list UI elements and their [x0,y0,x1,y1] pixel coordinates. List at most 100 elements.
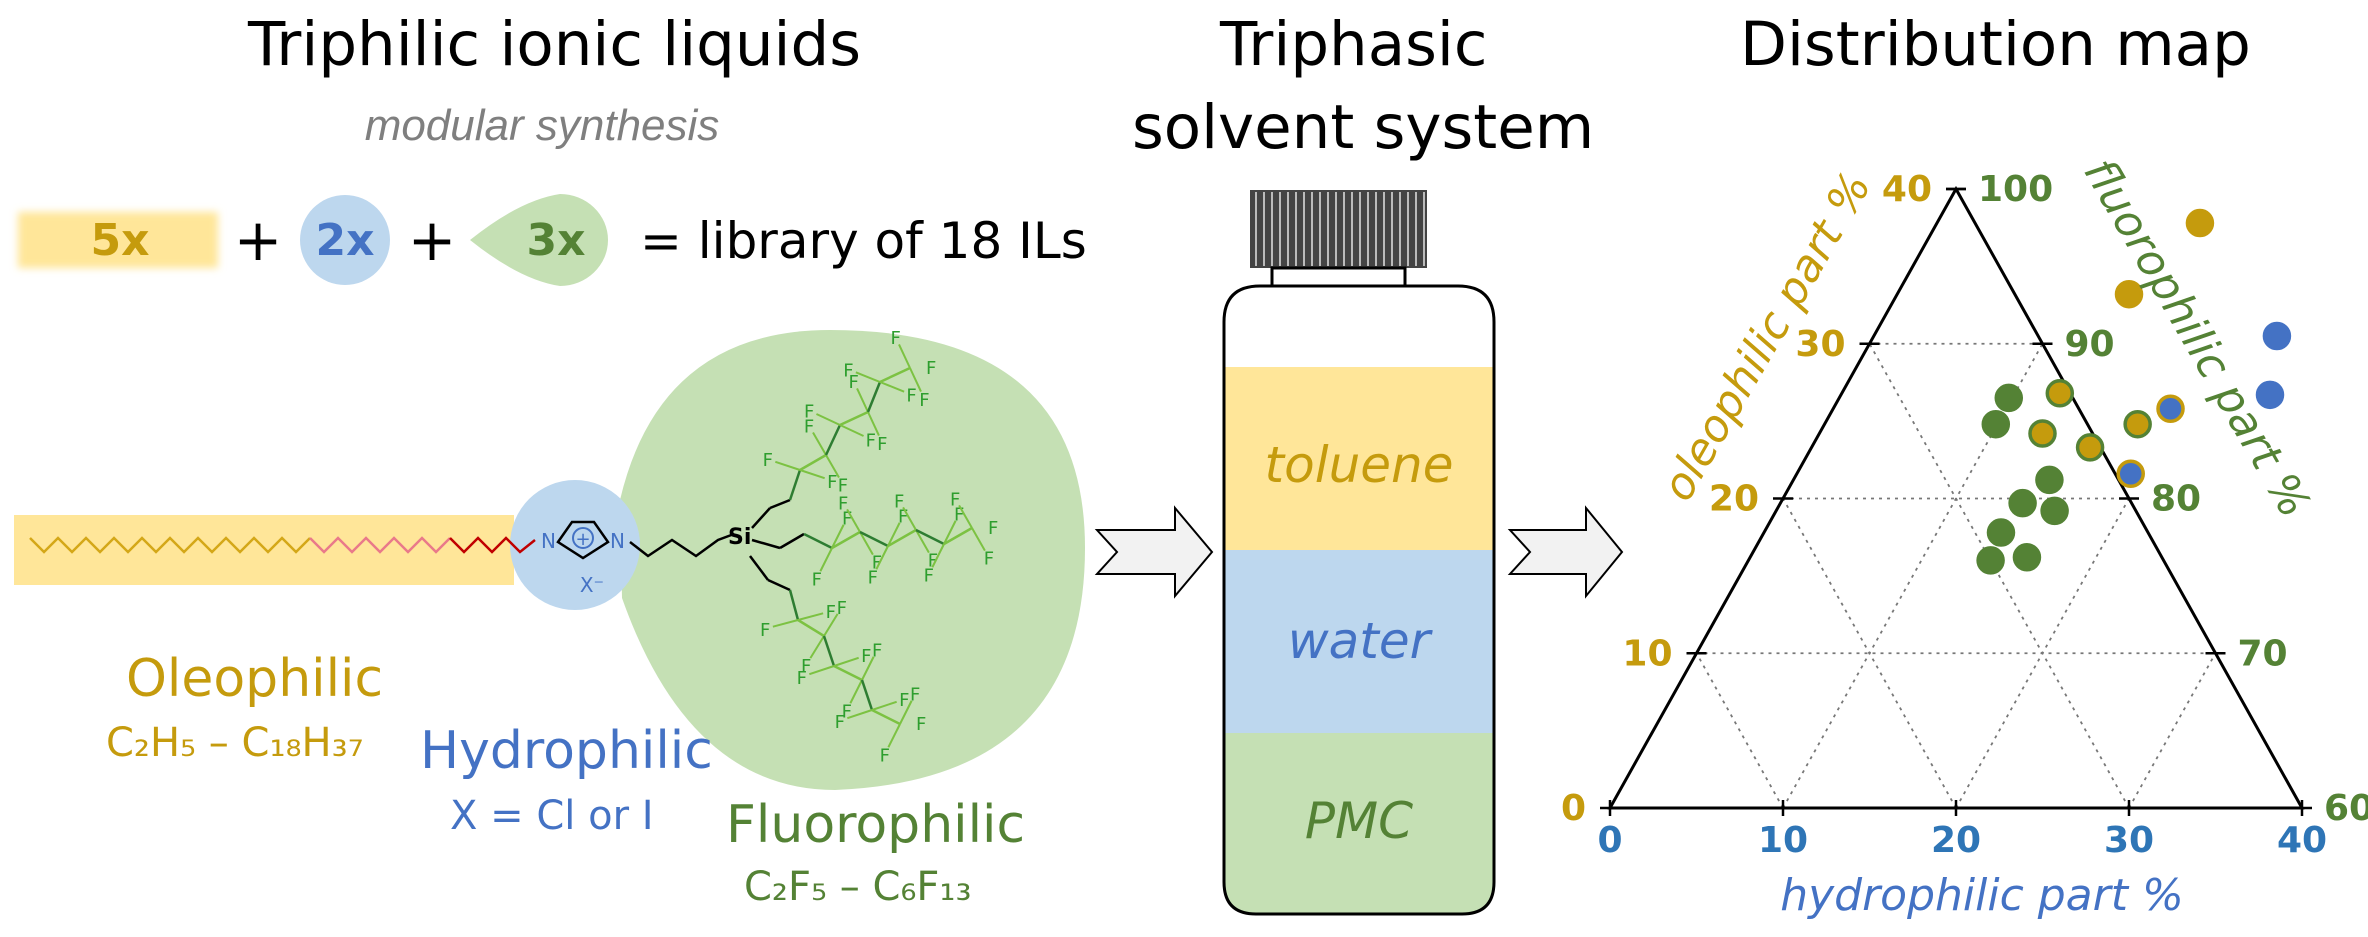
fluorine-label: F [950,489,960,510]
hydro-circle [300,195,390,285]
label-fluorophilic-formula: C₂F₅ – C₆F₁₃ [744,864,972,910]
tick-label-oleophilic: 20 [1709,479,1759,520]
fluorine-label: F [910,685,920,706]
fluorine-label: F [916,714,926,735]
data-point [2262,321,2292,351]
nitrogen-right: N [610,529,625,553]
data-point [2012,543,2042,572]
fluorine-label: F [899,690,909,711]
tick-label-oleophilic: 30 [1795,324,1845,365]
tick-label-oleophilic: 10 [1622,633,1672,674]
data-point [2156,394,2185,423]
fluorine-label: F [872,641,882,662]
propyl-linker [629,532,735,558]
data-point [2075,433,2105,462]
tick-label-fluorophilic: 60 [2324,788,2368,829]
tick-label-fluorophilic: 70 [2238,633,2288,674]
data-point [1976,546,2005,575]
arrow-1 [1094,505,1214,599]
fluorine-label: F [880,745,890,766]
tick-label-hydrophilic: 40 [2277,820,2327,861]
plus-sign-2: + [408,206,457,274]
fluorine-label: F [838,475,848,496]
title-middle-line2: solvent system [1132,92,1595,163]
fluorine-label: F [842,701,852,722]
fluorine-label: F [838,493,848,514]
fluorine-label: F [760,620,770,641]
title-middle-line1: Triphasic [1220,9,1488,80]
tick-label-fluorophilic: 80 [2151,479,2201,520]
ring-charge-plus: + [575,529,590,550]
fluorine-label: F [797,668,807,689]
vial-label-water: water [1288,612,1434,670]
fluorine-label: F [928,551,938,572]
nitrogen-left: N [541,529,556,553]
fluorine-label: F [843,360,853,381]
vial-label-toluene: toluene [1265,436,1454,494]
label-hydrophilic-formula: X = Cl or I [450,793,654,839]
fluorine-label: F [890,328,900,349]
data-point [2028,419,2057,448]
data-point [2255,380,2285,410]
ternary-grid [1695,342,2217,809]
fluoro-drop-large [620,330,1085,790]
silicon-atom: Si [728,525,751,550]
data-point [2045,379,2075,408]
axis-label-hydrophilic: hydrophilic part % [1780,870,2184,921]
title-left: Triphilic ionic liquids [248,9,862,80]
fluorine-label: F [926,358,936,379]
alkyl-chain-pink [309,536,451,554]
tick-label-fluorophilic: 90 [2065,324,2115,365]
tick-label-hydrophilic: 30 [2104,820,2154,861]
fluorine-label: F [924,565,934,586]
synthesis-subtitle: modular synthesis [365,101,720,150]
fluorine-label: F [906,386,916,407]
fluorine-label: F [861,646,871,667]
data-point [2008,488,2037,518]
label-oleophilic: Oleophilic [126,649,384,709]
tick-label-hydrophilic: 0 [1597,820,1622,861]
vial-neck [1270,266,1407,288]
fluorine-label: F [801,656,811,677]
fluorine-label: F [872,553,882,574]
data-point [1994,383,2024,413]
fluorine-label: F [837,598,847,619]
label-fluorophilic: Fluorophilic [726,795,1026,855]
fluorine-label: F [804,402,814,423]
fluorine-label: F [919,390,929,411]
vial-body [1222,284,1496,916]
data-point [2185,208,2215,238]
vial-layer-toluene [1224,367,1494,550]
vial-label-pmc: PMC [1305,792,1413,850]
data-point [2040,496,2069,526]
fluorine-label: F [826,602,836,623]
imidazolium-ring [556,520,610,560]
library-text: = library of 18 ILs [640,212,1087,270]
tick-label-fluorophilic: 100 [1978,169,2053,210]
fluorine-label: F [868,567,878,588]
fluoro-count: 3x [527,215,586,266]
data-point [2123,409,2152,439]
axis-label-oleophilic: oleophilic part % [1652,164,1881,510]
fluorine-label: F [877,434,887,455]
fluorine-label: F [804,417,814,438]
alkyl-chain-red [449,536,536,554]
tick-label-oleophilic: 40 [1882,169,1932,210]
fluorine-label: F [954,505,964,526]
label-hydrophilic: Hydrophilic [420,721,713,781]
fluorine-label: F [984,549,994,570]
fluorine-label: F [988,518,998,539]
data-point [2114,279,2144,309]
anion-label: X⁻ [580,573,604,597]
fluorine-label: F [898,507,908,528]
plus-sign-1: + [234,206,283,274]
data-point [2035,465,2064,495]
fluorine-label: F [866,430,876,451]
fluorine-label: F [763,450,773,471]
tick-label-hydrophilic: 10 [1758,820,1808,861]
oleo-block [18,212,218,268]
fluorine-label: F [835,712,845,733]
arrow-2 [1507,505,1624,599]
